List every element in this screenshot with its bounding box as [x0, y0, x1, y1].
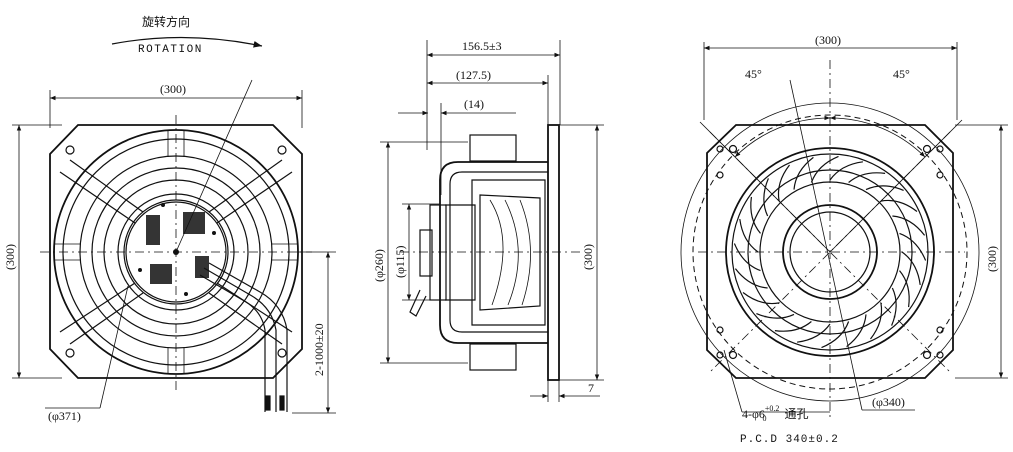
impeller-blade [870, 302, 883, 340]
cable [199, 262, 288, 412]
rear-impeller-blades [733, 155, 927, 349]
side-guard [439, 161, 548, 344]
front-dia-label: (φ371) [48, 409, 81, 423]
rear-inlet-ring [782, 204, 878, 300]
impeller-blade [734, 268, 768, 289]
front-mounting-plate [49, 124, 303, 379]
rear-height-label: (300) [985, 246, 999, 272]
side-dia-inner-label: (φ115) [393, 246, 407, 278]
side-depth-label: (127.5) [456, 68, 491, 82]
impeller-blade [777, 164, 790, 202]
side-view: 156.5±3 (127.5) (14) (φ260) [372, 39, 604, 402]
impeller-blade [829, 161, 863, 181]
side-dia-outer-label: (φ260) [372, 249, 386, 282]
hub-electronics [138, 203, 216, 296]
impeller-blade [733, 243, 761, 272]
pcd-note: P.C.D 340±0.2 [740, 434, 839, 446]
holes-main-text: 4-φ6 [742, 407, 765, 421]
impeller-blade [750, 196, 761, 234]
impeller-blade [865, 185, 904, 191]
impeller-blade [821, 321, 850, 349]
side-flange-label: 7 [588, 381, 594, 395]
rear-angle-right-label: 45° [893, 67, 910, 81]
impeller-blade [880, 199, 918, 212]
impeller-blade [774, 321, 812, 332]
side-height-label: (300) [581, 244, 595, 270]
side-flange [547, 124, 560, 381]
rear-mount-holes [716, 144, 944, 360]
impeller-blade [756, 313, 795, 319]
impeller-blade [810, 155, 839, 183]
side-overall-label: 156.5±3 [462, 39, 502, 53]
holes-tol-lower: 0 [762, 414, 766, 423]
front-view: 旋转方向 ROTATION (300) (300) [3, 14, 336, 423]
impeller-blade [899, 270, 910, 308]
impeller-blade [846, 314, 867, 348]
impeller-blade [739, 219, 759, 253]
impeller-blade [763, 178, 769, 217]
rear-mounting-plate [706, 124, 954, 379]
impeller-blade [899, 232, 927, 261]
impeller-blade [793, 156, 814, 190]
rear-angle-left-label: 45° [745, 67, 762, 81]
impeller-blade [891, 287, 897, 326]
front-height-label: (300) [3, 244, 17, 270]
cable-length-label: 2-1000±20 [312, 323, 326, 376]
rear-view: (300) (300) 45° 45° [680, 33, 1008, 446]
holes-suffix-text: 通孔 [784, 407, 808, 421]
impeller-blade [797, 323, 831, 343]
rear-width-label: (300) [815, 33, 841, 47]
side-impeller [471, 179, 546, 326]
side-step-label: (14) [464, 97, 484, 111]
holes-tol-upper: +0.2 [765, 404, 780, 413]
rotation-arrow [111, 36, 263, 48]
impeller-blade [901, 251, 921, 285]
front-width-label: (300) [160, 82, 186, 96]
impeller-blade [892, 215, 926, 236]
rear-impeller-outer [725, 147, 935, 357]
guard-struts [59, 159, 293, 345]
rotation-cn-label: 旋转方向 [142, 14, 190, 29]
impeller-blade [848, 172, 886, 183]
rear-dia-label: (φ340) [872, 395, 905, 409]
rotation-en-label: ROTATION [138, 44, 203, 56]
impeller-blade [742, 292, 780, 305]
